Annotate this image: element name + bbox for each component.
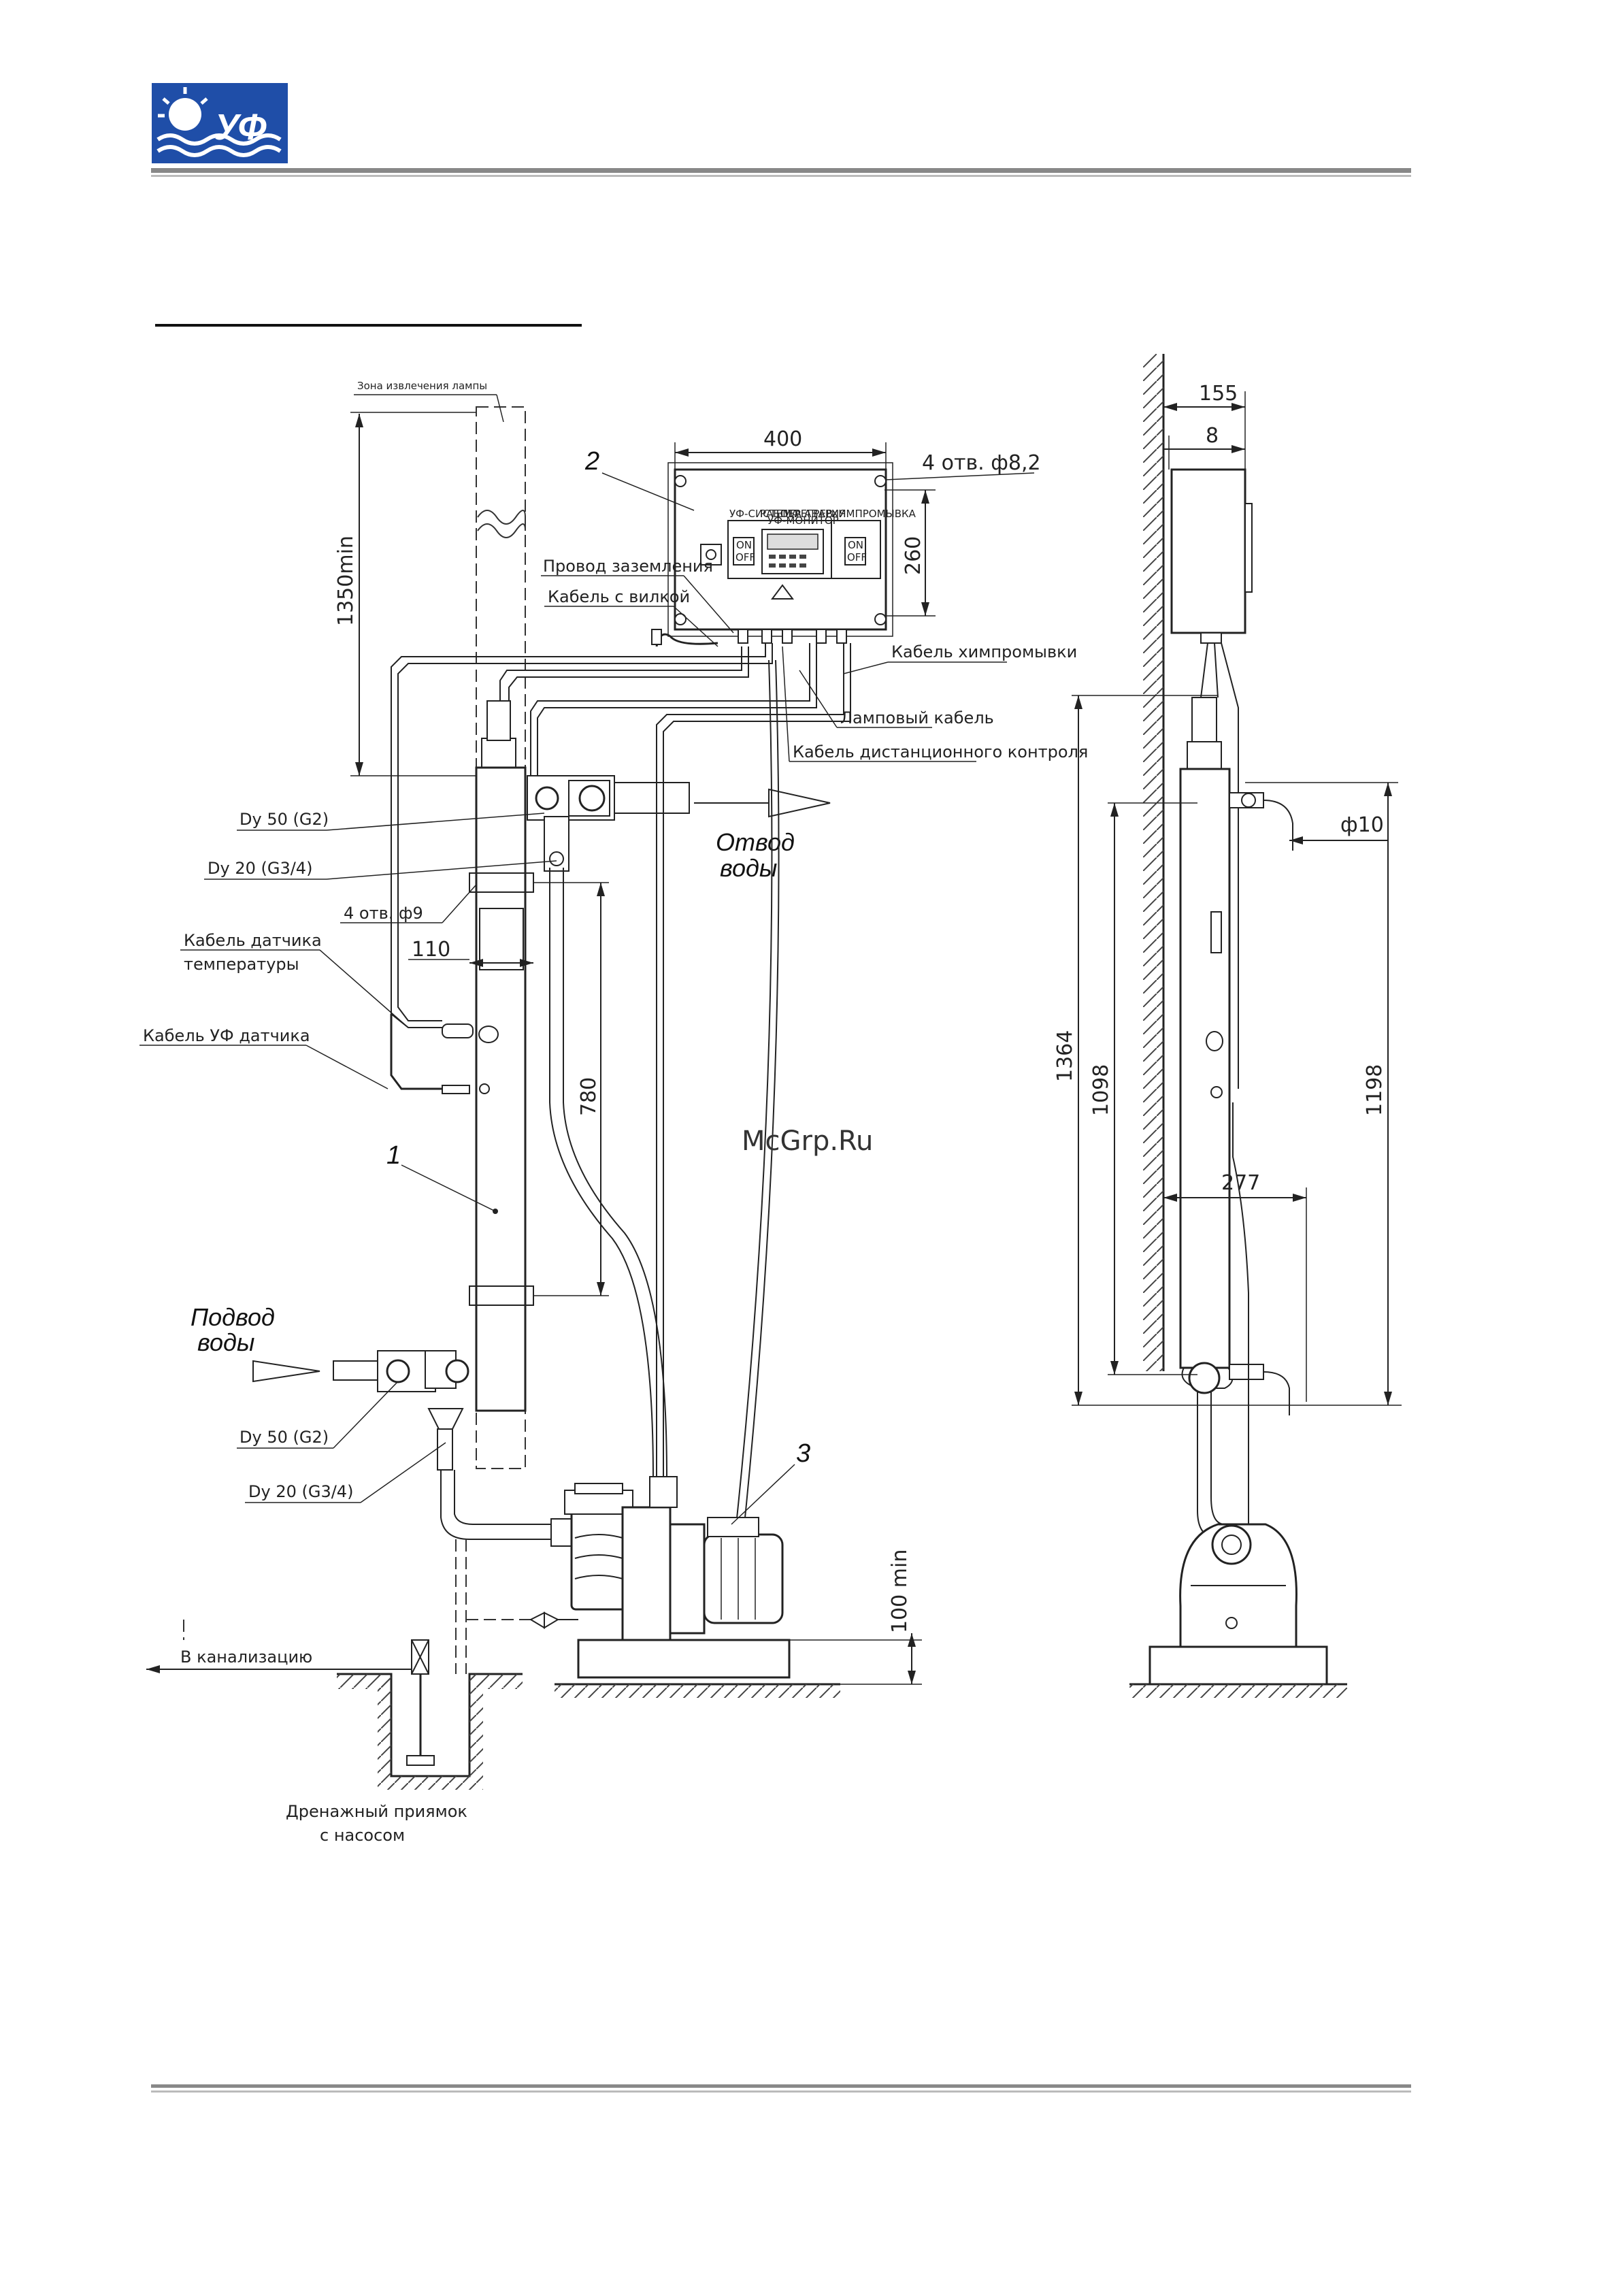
svg-text:АВАРИЯ: АВАРИЯ (804, 508, 846, 520)
svg-text:400: 400 (763, 427, 802, 451)
svg-text:В канализацию: В канализацию (180, 1647, 312, 1667)
outlet-fitting (527, 775, 690, 872)
svg-text:Кабель химпромывки: Кабель химпромывки (891, 642, 1077, 661)
chamber-side-view (1179, 697, 1293, 1539)
svg-text:155: 155 (1199, 382, 1238, 406)
uv-system-switch[interactable] (733, 537, 755, 565)
pump-side-view (1129, 1523, 1347, 1698)
dy20-top-label: Dy 20 (G3/4) (208, 859, 312, 878)
svg-text:1198: 1198 (1363, 1064, 1387, 1116)
drain-lines (183, 1539, 531, 1674)
svg-text:ON: ON (848, 539, 863, 551)
svg-text:OFF: OFF (847, 551, 867, 563)
svg-text:277: 277 (1221, 1171, 1260, 1195)
svg-text:воды: воды (197, 1328, 254, 1356)
lamp-zone-label: Зона извлечения лампы (357, 380, 487, 392)
logo-text: УФ (214, 107, 267, 148)
hazard-icon (771, 584, 794, 600)
svg-text:Кабель датчика: Кабель датчика (184, 931, 322, 950)
svg-text:Кабель с вилкой: Кабель с вилкой (548, 587, 690, 606)
svg-text:Дренажный приямок: Дренажный приямок (286, 1802, 467, 1821)
svg-text:Ламповый кабель: Ламповый кабель (840, 708, 994, 727)
outlet-arrow (768, 788, 831, 818)
chem-wash-switch[interactable] (844, 537, 866, 565)
svg-text:УФ-СИСТЕМА: УФ-СИСТЕМА (729, 508, 799, 520)
svg-text:ПЕРЕГРЕВ: ПЕРЕГРЕВ (780, 508, 833, 520)
watermark: McGrp.Ru (742, 1126, 873, 1157)
control-cabinet: УФ-СИСТЕМА РАБОТА ПЕРЕГРЕВ АВАРИЯ УФ-МОН… (667, 462, 916, 644)
circulation-pump (529, 1476, 840, 1698)
svg-text:Провод заземления: Провод заземления (543, 557, 713, 576)
inlet-label-1: Подвод (191, 1303, 275, 1331)
footer-rule (151, 2084, 1411, 2088)
svg-text:260: 260 (902, 536, 925, 575)
company-logo: УФ (152, 83, 288, 163)
uv-chamber (469, 700, 534, 1412)
svg-text:4 отв. ф9: 4 отв. ф9 (344, 904, 423, 923)
item-2-label: 2 (584, 447, 599, 476)
svg-text:Dy 20 (G3/4): Dy 20 (G3/4) (248, 1482, 353, 1501)
svg-text:с насосом: с насосом (320, 1826, 405, 1845)
inlet-arrow (252, 1360, 320, 1383)
svg-text:ON: ON (736, 539, 752, 551)
svg-text:OFF: OFF (735, 551, 755, 563)
header-rule (151, 168, 1411, 173)
plug-icon (651, 629, 662, 645)
outlet-label-1: Отвод (716, 828, 795, 856)
svg-text:1350min: 1350min (334, 536, 358, 626)
lamp-extraction-zone: Зона извлечения лампы (354, 380, 526, 1469)
svg-text:температуры: температуры (184, 955, 299, 974)
svg-text:100 min: 100 min (888, 1549, 912, 1633)
svg-text:8: 8 (1206, 424, 1219, 448)
dimension-1350: 1350min (334, 412, 476, 776)
svg-text:ХИМПРОМЫВКА: ХИМПРОМЫВКА (831, 508, 916, 520)
svg-text:Кабель УФ датчика: Кабель УФ датчика (143, 1026, 310, 1045)
cabinet-side-view (1170, 468, 1253, 1089)
drain-pit (337, 1639, 523, 1790)
svg-text:1098: 1098 (1089, 1064, 1113, 1116)
svg-text:УФ-МОНИТОР: УФ-МОНИТОР (767, 514, 839, 527)
item-3-label: 3 (796, 1439, 810, 1468)
svg-text:Dy 50 (G2): Dy 50 (G2) (239, 1428, 329, 1447)
svg-text:110: 110 (412, 938, 450, 962)
svg-text:воды: воды (720, 854, 777, 882)
inlet-fitting (333, 1350, 469, 1471)
wall (1143, 354, 1165, 1371)
svg-text:780: 780 (577, 1077, 601, 1116)
svg-text:РАБОТА: РАБОТА (760, 508, 802, 520)
cabinet-holes-label: 4 отв. ф8,2 (922, 451, 1041, 475)
svg-text:Кабель дистанционного контроля: Кабель дистанционного контроля (793, 742, 1088, 761)
cable-bundle (391, 643, 851, 1539)
item-1-label: 1 (386, 1141, 401, 1170)
svg-text:1364: 1364 (1053, 1030, 1077, 1082)
svg-text:ф10: ф10 (1340, 813, 1384, 837)
dy50-top-label: Dy 50 (G2) (239, 810, 329, 829)
